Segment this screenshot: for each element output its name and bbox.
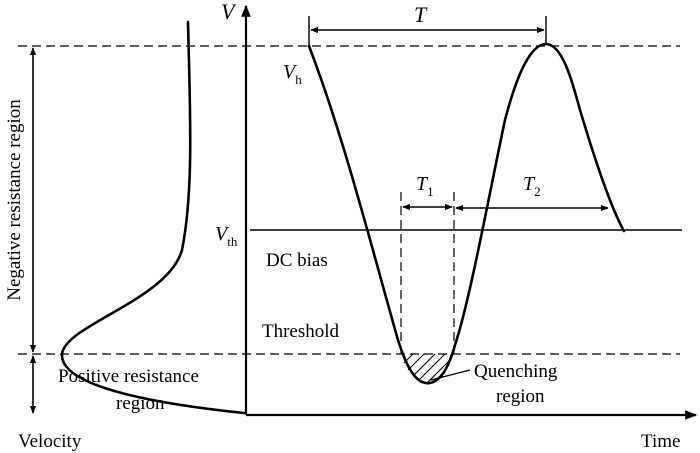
quenching-label-line1: Quenching bbox=[474, 361, 558, 382]
dc-bias-label: DC bias bbox=[266, 250, 328, 271]
threshold-label: Threshold bbox=[262, 321, 340, 342]
period-label: T bbox=[414, 2, 428, 27]
velocity-label: Velocity bbox=[18, 431, 82, 452]
velocity-curve bbox=[60, 20, 246, 415]
t2-label: T2 bbox=[523, 173, 541, 199]
negative-region-label: Negative resistance region bbox=[4, 99, 25, 301]
v-axis-label: V bbox=[221, 0, 237, 24]
time-axis-label: Time bbox=[641, 431, 680, 452]
v-th-label: Vth bbox=[215, 223, 238, 249]
quenching-leader bbox=[430, 369, 471, 381]
v-h-label: Vh bbox=[283, 61, 302, 87]
oscillation-waveform bbox=[307, 42, 626, 385]
quenching-hatch bbox=[403, 353, 450, 384]
positive-region-label-line1: Positive resistance bbox=[58, 366, 199, 387]
positive-region-label-line2: region bbox=[116, 393, 165, 414]
quenching-label-line2: region bbox=[496, 386, 545, 407]
t1-label: T1 bbox=[416, 173, 434, 199]
